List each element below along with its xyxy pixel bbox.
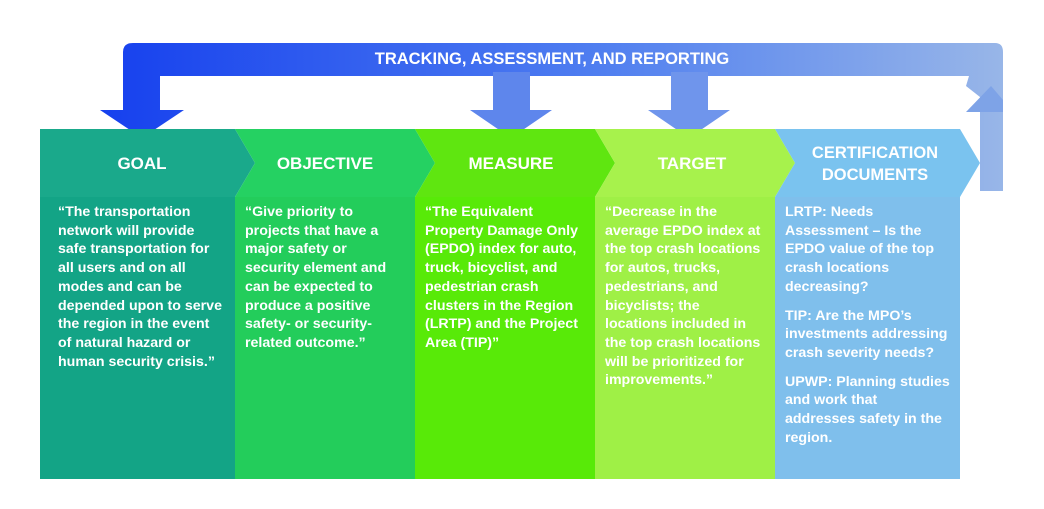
goal-header	[40, 129, 255, 197]
target-body: “Decrease in the average EPDO index at t…	[595, 197, 775, 479]
certification-body: LRTP: Needs Assessment – Is the EPDO val…	[775, 197, 960, 479]
objective-text: “Give priority to projects that have a m…	[245, 204, 387, 351]
certification-tip-text: TIP: Are the MPO’s investments addressin…	[785, 307, 948, 361]
goal-title: GOAL	[117, 154, 166, 173]
measure-feedback-arrow	[470, 72, 552, 138]
tracking-loop: TRACKING, ASSESSMENT, AND REPORTING	[100, 43, 1003, 191]
target-feedback-arrow	[648, 72, 730, 138]
loop-return-arrowhead	[966, 86, 1003, 112]
certification-header	[775, 129, 980, 197]
measure-body: “The Equivalent Property Damage Only (EP…	[415, 197, 595, 479]
measure-text: “The Equivalent Property Damage Only (EP…	[425, 204, 578, 351]
certification-title-line-2: DOCUMENTS	[822, 166, 928, 184]
certification-upwp-text: UPWP: Planning studies and work that add…	[785, 373, 950, 446]
goal-text: “The transportation network will provide…	[58, 204, 222, 370]
objective-body: “Give priority to projects that have a m…	[235, 197, 415, 479]
column-headers: GOAL OBJECTIVE MEASURE TARGET CERTIFICAT…	[40, 129, 980, 197]
goal-body: “The transportation network will provide…	[40, 197, 235, 479]
loop-label: TRACKING, ASSESSMENT, AND REPORTING	[375, 50, 729, 68]
certification-lrtp-text: LRTP: Needs Assessment – Is the EPDO val…	[785, 204, 934, 295]
objective-title: OBJECTIVE	[277, 154, 373, 173]
target-title: TARGET	[658, 154, 727, 173]
target-header	[595, 129, 795, 197]
certification-title-line-1: CERTIFICATION	[812, 144, 938, 162]
target-text: “Decrease in the average EPDO index at t…	[605, 204, 761, 389]
objective-header	[235, 129, 435, 197]
measure-header	[415, 129, 615, 197]
tracking-loop-band	[100, 43, 1003, 191]
measure-title: MEASURE	[468, 154, 553, 173]
